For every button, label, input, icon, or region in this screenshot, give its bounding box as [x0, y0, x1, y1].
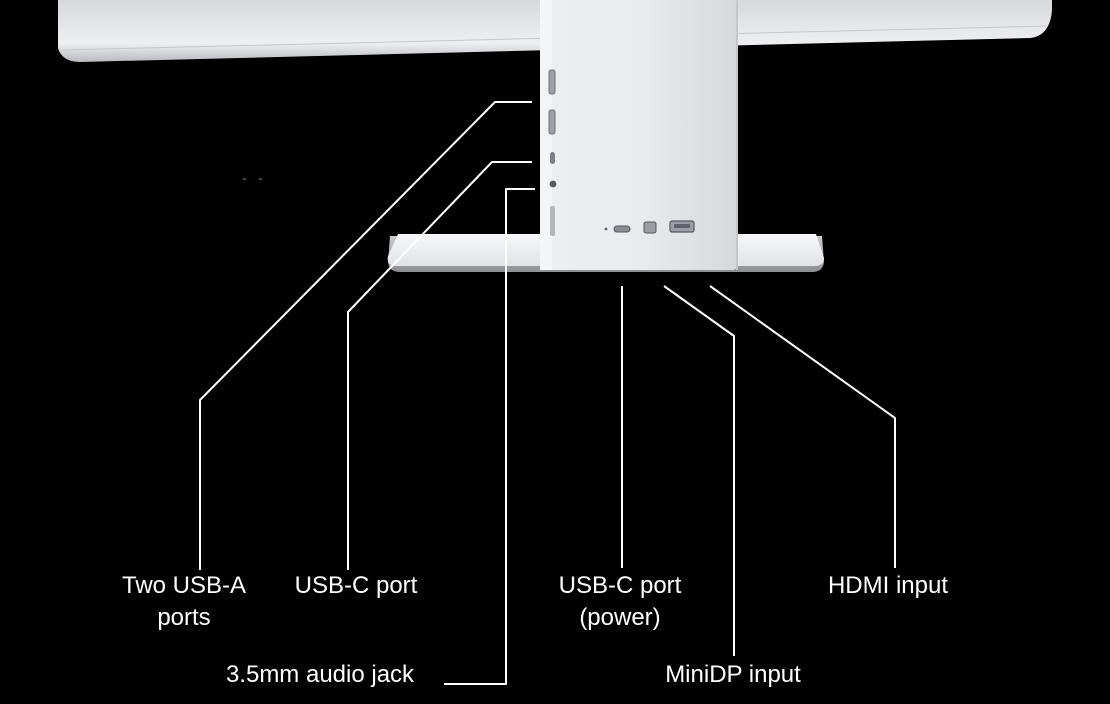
usb-a-port-1 — [548, 69, 556, 95]
rear-ports — [604, 220, 695, 234]
usb-a-port-2 — [548, 109, 556, 135]
usb-c-power-port — [613, 225, 631, 233]
label-usb-c-port: USB-C port — [294, 572, 418, 599]
usb-c-side-port — [550, 152, 555, 164]
background-specks — [243, 178, 262, 180]
label-usb-c-power: USB-C port (power) — [530, 570, 710, 634]
callout-line-usb-c — [347, 161, 532, 570]
side-ports — [548, 69, 557, 236]
label-usb-c-power-line2: (power) — [579, 604, 661, 631]
label-usb-a-ports: Two USB-A ports — [96, 570, 272, 634]
side-lower-slot — [550, 206, 555, 236]
callout-line-hdmi — [709, 285, 896, 568]
stand-arm — [540, 0, 738, 270]
callout-line-minidp — [663, 285, 735, 656]
label-usb-a-line2: ports — [157, 604, 211, 631]
minidp-port — [643, 221, 657, 234]
callout-line-usb-a — [199, 101, 532, 570]
label-minidp-input: MiniDP input — [665, 661, 801, 688]
label-audio-jack: 3.5mm audio jack — [225, 661, 415, 688]
callout-line-audio — [444, 188, 535, 685]
label-usb-a-line1: Two USB-A — [121, 572, 247, 599]
label-hdmi-input: HDMI input — [827, 572, 949, 599]
label-usb-c-power-line1: USB-C port — [558, 572, 682, 599]
audio-jack — [549, 180, 557, 188]
